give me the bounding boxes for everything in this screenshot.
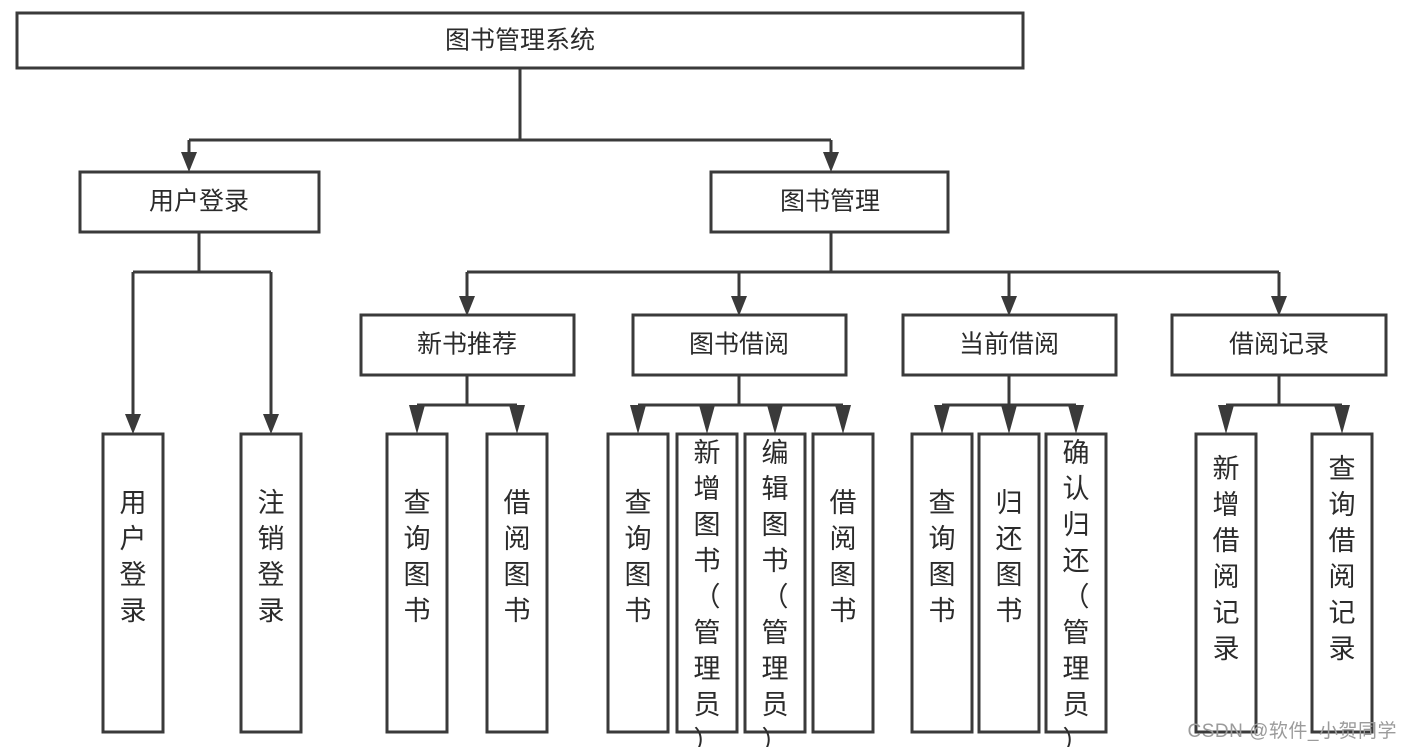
node-new-book-label: 新书推荐 [417, 331, 517, 359]
leaf-book-borrow-3-box[interactable] [743, 432, 807, 734]
arrow-head-borrow-record [1271, 296, 1287, 316]
leaf-book-borrow-2[interactable]: 新增图书（管理员） [675, 432, 739, 747]
node-user-login[interactable]: 用户登录 [78, 170, 321, 234]
leaf-user-login-2[interactable]: 注销登录 [239, 432, 303, 734]
leaf-current-borrow-3-label: 确认归还（管理员） [1063, 438, 1090, 747]
node-borrow-record[interactable]: 借阅记录 [1170, 313, 1388, 377]
node-root[interactable]: 图书管理系统 [15, 11, 1025, 70]
node-user-login-label: 用户登录 [149, 188, 249, 216]
connectors-book-manage-to-level3 [459, 232, 1287, 316]
leaf-new-book-2-box[interactable] [485, 432, 549, 734]
leaf-book-borrow-1-label: 查询图书 [625, 488, 652, 626]
csdn-watermark: CSDN @软件_小贺同学 [1187, 721, 1397, 742]
node-book-manage-box[interactable] [709, 170, 950, 234]
leaf-new-book-1-box[interactable] [385, 432, 449, 734]
leaf-current-borrow-3-box[interactable] [1044, 432, 1108, 734]
node-borrow-record-label: 借阅记录 [1229, 331, 1329, 359]
arrow-head-new-book [459, 296, 475, 316]
node-book-borrow[interactable]: 图书借阅 [631, 313, 848, 377]
node-borrow-record-box[interactable] [1170, 313, 1388, 377]
leaf-current-borrow-2[interactable]: 归还图书 [977, 432, 1041, 734]
node-current-borrow-label: 当前借阅 [959, 331, 1059, 359]
leaf-user-login-2-label: 注销登录 [258, 488, 285, 626]
leaf-new-book-2[interactable]: 借阅图书 [485, 432, 549, 734]
leaf-user-login-1[interactable]: 用户登录 [101, 432, 165, 734]
leaf-borrow-record-1-label: 新增借阅记录 [1213, 454, 1240, 664]
leaf-new-book-2-label: 借阅图书 [504, 488, 531, 626]
node-current-borrow[interactable]: 当前借阅 [901, 313, 1118, 377]
node-book-borrow-box[interactable] [631, 313, 848, 377]
arrow-head-leaf-borrow-record-2 [1334, 405, 1350, 434]
node-book-manage-label: 图书管理 [780, 188, 880, 216]
arrow-head-leaf-new-book-2 [509, 405, 525, 434]
arrow-head-leaf-borrow-record-1 [1218, 405, 1234, 434]
leaf-book-borrow-1[interactable]: 查询图书 [606, 432, 670, 734]
connectors-root-to-level2 [181, 68, 839, 172]
leaf-book-borrow-1-box[interactable] [606, 432, 670, 734]
arrow-head-leaf-new-book-1 [409, 405, 425, 434]
leaf-user-login-1-label: 用户登录 [120, 488, 147, 626]
connectors-current-borrow-to-leaves [934, 375, 1084, 434]
arrow-head-leaf-book-borrow-3 [767, 405, 783, 434]
arrow-head-user-login [181, 152, 197, 172]
leaf-book-borrow-2-box[interactable] [675, 432, 739, 734]
leaf-book-borrow-4-label: 借阅图书 [830, 488, 857, 626]
arrow-head-leaf-current-borrow-1 [934, 405, 950, 434]
connectors-user-login-to-leaves [125, 232, 279, 434]
arrow-head-leaf-book-borrow-1 [630, 405, 646, 434]
arrow-head-leaf-current-borrow-2 [1001, 405, 1017, 434]
connectors-new-book-to-leaves [409, 375, 525, 434]
leaf-new-book-1-label: 查询图书 [404, 488, 431, 626]
leaf-current-borrow-1-box[interactable] [910, 432, 974, 734]
leaf-book-borrow-2-label: 新增图书（管理员） [694, 438, 721, 747]
node-book-manage[interactable]: 图书管理 [709, 170, 950, 234]
node-root-label: 图书管理系统 [445, 27, 595, 55]
arrow-head-current-borrow [1001, 296, 1017, 316]
leaf-user-login-2-box[interactable] [239, 432, 303, 734]
leaf-current-borrow-1-label: 查询图书 [929, 488, 956, 626]
leaf-borrow-record-1-box[interactable] [1194, 432, 1258, 734]
arrow-head-leaf-user-login-2 [263, 414, 279, 434]
leaf-borrow-record-1[interactable]: 新增借阅记录 [1194, 432, 1258, 734]
leaf-current-borrow-2-box[interactable] [977, 432, 1041, 734]
arrow-head-leaf-user-login-1 [125, 414, 141, 434]
leaf-new-book-1[interactable]: 查询图书 [385, 432, 449, 734]
node-new-book[interactable]: 新书推荐 [359, 313, 576, 377]
leaf-current-borrow-3[interactable]: 确认归还（管理员） [1044, 432, 1108, 747]
leaf-book-borrow-4[interactable]: 借阅图书 [811, 432, 875, 734]
connectors-borrow-record-to-leaves [1218, 375, 1350, 434]
node-book-borrow-label: 图书借阅 [689, 331, 789, 359]
leaf-book-borrow-4-box[interactable] [811, 432, 875, 734]
leaf-borrow-record-2-label: 查询借阅记录 [1329, 454, 1356, 664]
leaf-book-borrow-3-label: 编辑图书（管理员） [762, 438, 789, 747]
leaf-current-borrow-1[interactable]: 查询图书 [910, 432, 974, 734]
leaf-borrow-record-2[interactable]: 查询借阅记录 [1310, 432, 1374, 734]
leaf-borrow-record-2-box[interactable] [1310, 432, 1374, 734]
arrow-head-book-borrow [731, 296, 747, 316]
arrow-head-book-manage [823, 152, 839, 172]
arrow-head-leaf-current-borrow-3 [1068, 405, 1084, 434]
arrow-head-leaf-book-borrow-4 [835, 405, 851, 434]
leaf-current-borrow-2-label: 归还图书 [996, 488, 1023, 626]
leaf-book-borrow-3[interactable]: 编辑图书（管理员） [743, 432, 807, 747]
node-new-book-box[interactable] [359, 313, 576, 377]
arrow-head-leaf-book-borrow-2 [699, 405, 715, 434]
node-root-box[interactable] [15, 11, 1025, 70]
leaf-user-login-1-box[interactable] [101, 432, 165, 734]
connectors-book-borrow-to-leaves [630, 375, 851, 434]
node-current-borrow-box[interactable] [901, 313, 1118, 377]
node-user-login-box[interactable] [78, 170, 321, 234]
